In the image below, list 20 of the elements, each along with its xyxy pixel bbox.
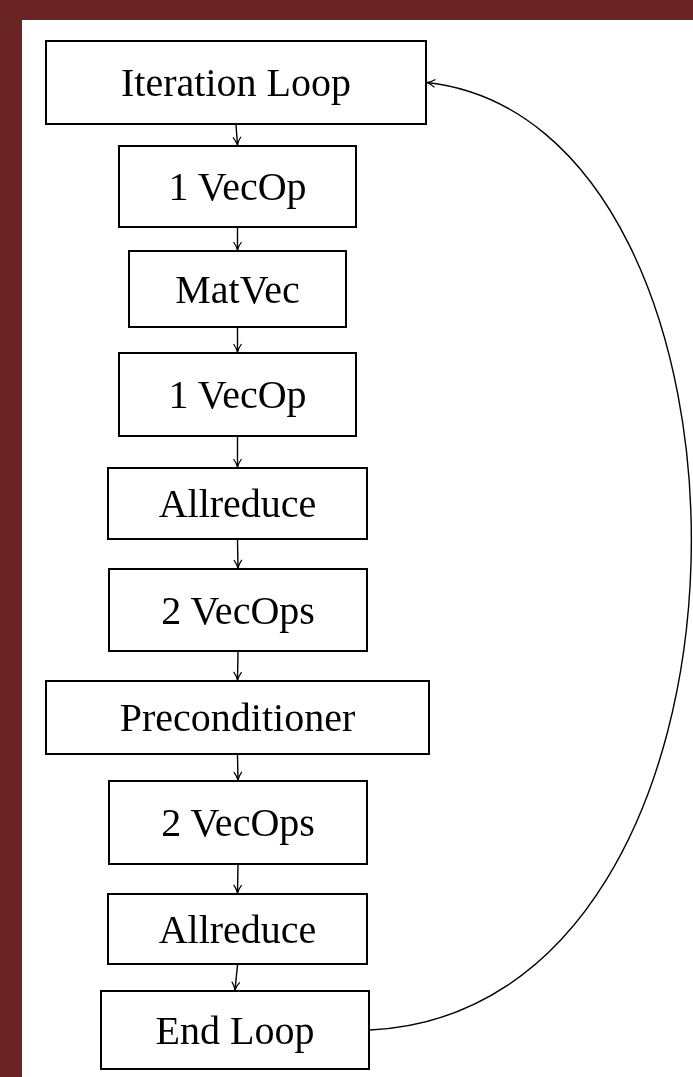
box-label: Allreduce xyxy=(158,480,317,527)
process-box xyxy=(108,568,368,652)
box-label: Preconditioner xyxy=(119,694,356,741)
process-box xyxy=(108,780,368,865)
process-box xyxy=(118,145,357,228)
box-label: Allreduce xyxy=(158,905,317,953)
process-box xyxy=(100,990,370,1070)
process-box xyxy=(45,680,430,755)
process-box xyxy=(45,40,427,125)
box-label: Iteration Loop xyxy=(121,59,351,106)
process-box xyxy=(107,467,368,540)
box-label: 2 VecOps xyxy=(161,799,315,846)
process-box xyxy=(107,893,368,965)
box-label: End Loop xyxy=(155,1006,315,1054)
box-label: 1 VecOp xyxy=(168,371,307,418)
box-label: MatVec xyxy=(175,265,300,313)
process-box xyxy=(118,352,357,437)
box-label: 1 VecOp xyxy=(168,163,307,210)
box-label: 2 VecOps xyxy=(161,586,315,634)
process-box xyxy=(128,250,347,328)
